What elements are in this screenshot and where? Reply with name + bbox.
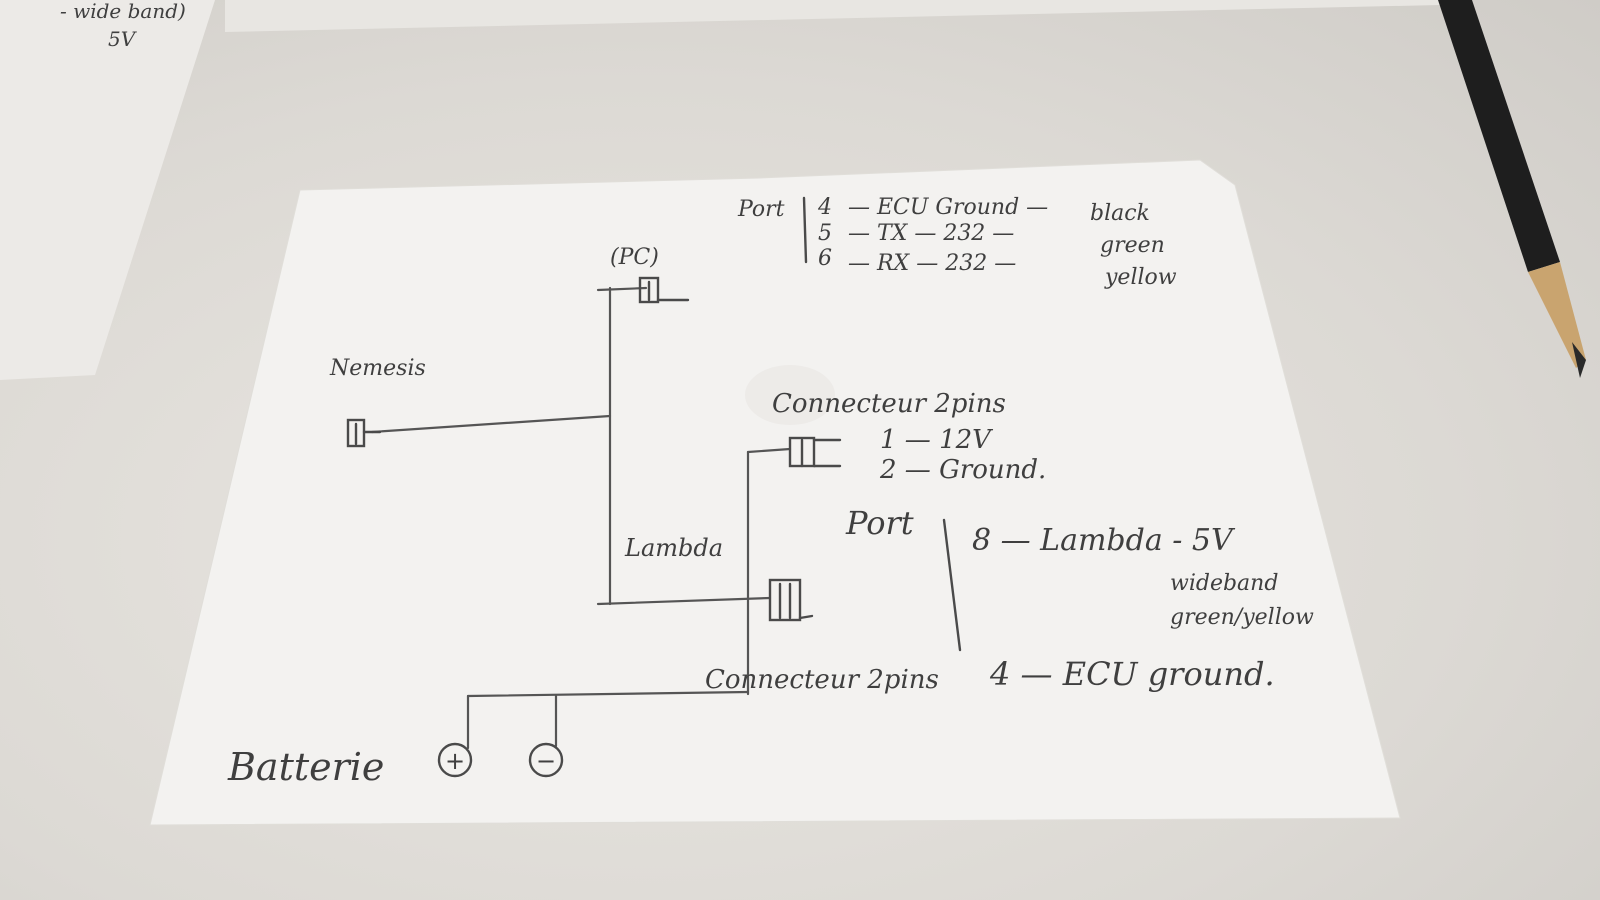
port-top-line-3: 6 — RX — 232 — yellow <box>818 246 1177 290</box>
port-bottom-note1: wideband <box>1170 571 1278 596</box>
connector-top-pin1: 1 — 12V <box>880 425 993 455</box>
svg-text:green: green <box>1100 233 1165 258</box>
connector-top-pin2: 2 — Ground. <box>879 455 1046 485</box>
nemesis-connector-icon <box>346 418 382 448</box>
port-bottom-line1: 8 — Lambda - 5V <box>972 523 1236 558</box>
svg-text:5: 5 <box>818 221 832 246</box>
port-top-bracket <box>802 196 808 264</box>
pc-connector-icon <box>638 276 690 304</box>
port-top-line-2: 5 — TX — 232 — green <box>818 221 1165 258</box>
port-bottom-note2: green/yellow <box>1170 605 1314 630</box>
connector-bottom-title: Connecteur 2pins <box>705 665 939 695</box>
port-bottom-label: Port <box>845 504 914 542</box>
battery-plus-icon: + <box>437 742 473 778</box>
pencil-icon <box>1438 0 1586 378</box>
svg-text:+: + <box>445 747 465 775</box>
diagram-paper <box>149 159 1401 826</box>
svg-text:6: 6 <box>818 246 832 271</box>
background-paper-top <box>225 0 1440 32</box>
corner-note-line1: - wide band) <box>60 0 186 23</box>
svg-text:— RX — 232 —: — RX — 232 — <box>848 251 1016 276</box>
svg-text:4: 4 <box>817 195 832 220</box>
battery-minus-icon: − <box>528 742 564 778</box>
port-bottom-line2: 4 — ECU ground. <box>989 655 1275 693</box>
svg-text:yellow: yellow <box>1104 265 1177 290</box>
port-top-label: Port <box>737 197 785 222</box>
batterie-label: Batterie <box>227 745 384 789</box>
pc-label: (PC) <box>610 245 659 270</box>
power-connector-icon <box>788 436 842 468</box>
lambda-label: Lambda <box>624 534 723 562</box>
connector-top-title: Connecteur 2pins <box>772 389 1006 419</box>
svg-text:— ECU Ground —: — ECU Ground — <box>848 195 1048 220</box>
port-bottom-bracket <box>942 518 962 652</box>
svg-text:— TX — 232 —: — TX — 232 — <box>848 221 1014 246</box>
corner-note-line2: 5V <box>108 27 138 51</box>
svg-text:−: − <box>536 747 556 775</box>
wiring-lines <box>370 286 792 750</box>
background-paper-left <box>0 0 215 380</box>
nemesis-label: Nemesis <box>329 356 426 381</box>
port-top-line-1: 4 — ECU Ground — black <box>817 195 1150 226</box>
lambda-connector-icon <box>768 578 814 622</box>
svg-text:black: black <box>1090 201 1150 226</box>
